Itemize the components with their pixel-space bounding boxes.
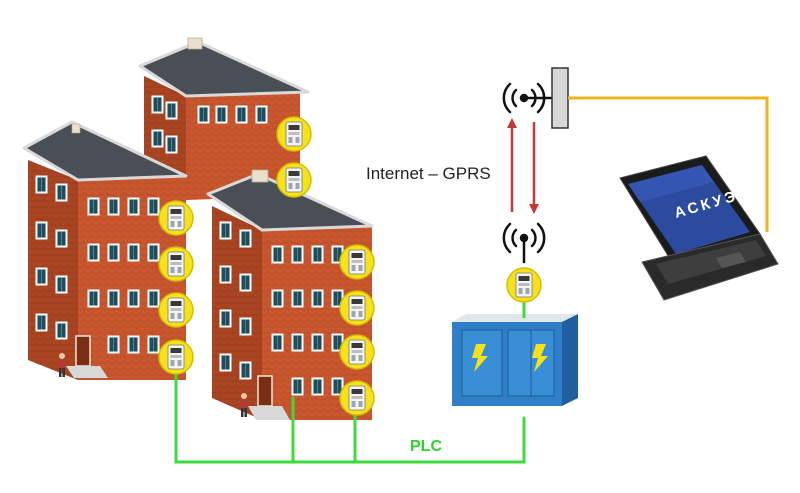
electric-meter-icon: [158, 200, 194, 236]
plc-label: PLC: [410, 438, 442, 455]
electric-meter-icon: [339, 334, 375, 370]
internet-gprs-label: Internet – GPRS: [366, 164, 491, 183]
gprs-arrows: [507, 118, 539, 214]
transformer-substation: [452, 314, 578, 406]
high-voltage-icon: [472, 344, 488, 372]
server-link-line: [568, 96, 769, 232]
wall-mounted-antenna-icon: [502, 82, 554, 114]
electric-meter-icon: [276, 162, 312, 198]
resident-figure-icon: [241, 393, 247, 417]
electric-meter-icon: [276, 116, 312, 152]
substation-meter-icon: [506, 267, 542, 303]
roof-box-icon: [187, 37, 203, 50]
wall-mount-bracket: [551, 67, 569, 129]
electric-meter-icon: [339, 290, 375, 326]
electric-meter-icon: [158, 292, 194, 328]
apartment-building-left: [22, 120, 188, 380]
electric-meter-icon: [339, 380, 375, 416]
antenna-icon: [502, 222, 546, 264]
entrance-door: [75, 335, 91, 367]
electric-meter-icon: [339, 244, 375, 280]
laptop-icon: [619, 155, 779, 301]
high-voltage-icon: [532, 344, 548, 372]
electric-meter-icon: [158, 246, 194, 282]
entrance-door: [257, 375, 273, 407]
plc-line: [174, 372, 526, 464]
electric-meter-icon: [158, 339, 194, 375]
